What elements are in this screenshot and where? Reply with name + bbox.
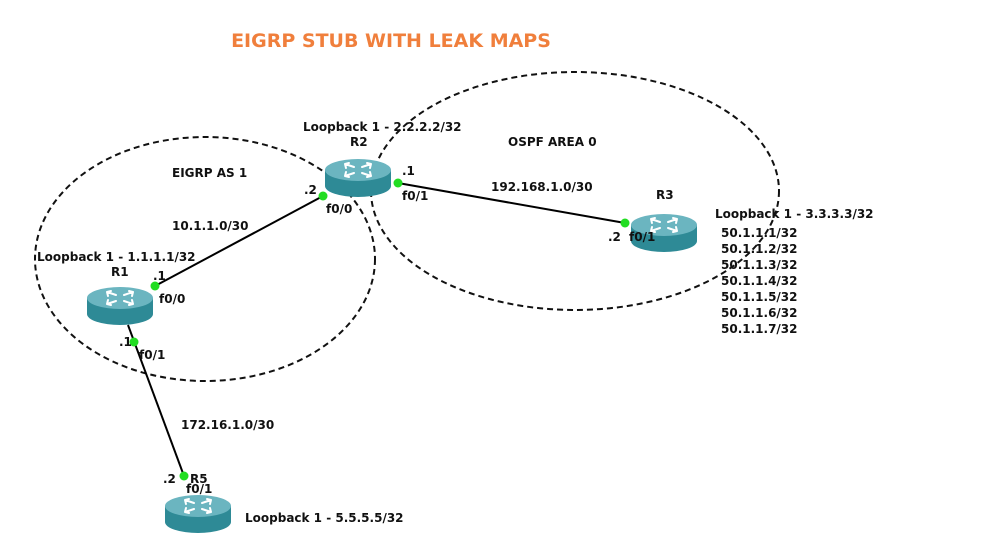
r2-f0-1-host: .1 — [402, 164, 415, 178]
r5-loopback: Loopback 1 - 5.5.5.5/32 — [245, 511, 404, 525]
r5-f0-1-host: .2 — [163, 472, 176, 486]
subnet-r1-r5: 172.16.1.0/30 — [181, 418, 274, 432]
port-dot-r5-f0-1 — [179, 471, 189, 481]
ospf-area-label: OSPF AREA 0 — [508, 135, 597, 149]
port-dot-r2-f0-0 — [318, 191, 328, 201]
r1-f0-0-host: .1 — [153, 269, 166, 283]
r3-f0-1-host: .2 — [608, 230, 621, 244]
router-r5[interactable] — [164, 494, 232, 534]
subnet-r2-r3: 192.168.1.0/30 — [491, 180, 593, 194]
link-r1-r5 — [127, 324, 185, 477]
diagram-title: EIGRP STUB WITH LEAK MAPS — [231, 30, 551, 52]
r3-extra-loopbacks: 50.1.1.1/32 50.1.1.2/32 50.1.1.3/32 50.1… — [721, 226, 798, 336]
eigrp-area-label: EIGRP AS 1 — [172, 166, 247, 180]
r3-extra-loopback: 50.1.1.4/32 — [721, 274, 798, 288]
r1-f0-1-host: .1 — [119, 335, 132, 349]
r3-loopback: Loopback 1 - 3.3.3.3/32 — [715, 207, 874, 221]
r3-extra-loopback: 50.1.1.1/32 — [721, 226, 798, 240]
router-icon — [86, 286, 154, 326]
router-r1[interactable] — [86, 286, 154, 326]
port-dot-r3-f0-1 — [620, 218, 630, 228]
r2-f0-1-if: f0/1 — [402, 189, 428, 203]
link-r2-r3 — [397, 182, 626, 224]
router-r5-name: R5 — [190, 472, 208, 486]
link-r1-r2 — [154, 195, 324, 287]
r3-f0-1-if: f0/1 — [629, 230, 655, 244]
eigrp-area-boundary — [34, 136, 376, 382]
port-dot-r2-f0-1 — [393, 178, 403, 188]
r3-extra-loopback: 50.1.1.2/32 — [721, 242, 798, 256]
r1-f0-1-if: f0/1 — [139, 348, 165, 362]
r1-f0-0-if: f0/0 — [159, 292, 185, 306]
router-icon — [324, 158, 392, 198]
r3-extra-loopback: 50.1.1.3/32 — [721, 258, 798, 272]
r5-f0-1-if: f0/1 — [186, 482, 212, 496]
r1-loopback: Loopback 1 - 1.1.1.1/32 — [37, 250, 196, 264]
r3-extra-loopback: 50.1.1.6/32 — [721, 306, 798, 320]
router-r2-name: R2 — [350, 135, 368, 149]
r3-extra-loopback: 50.1.1.5/32 — [721, 290, 798, 304]
r2-f0-0-if: f0/0 — [326, 202, 352, 216]
r3-extra-loopback: 50.1.1.7/32 — [721, 322, 798, 336]
port-dot-r1-f0-1 — [129, 337, 139, 347]
r2-f0-0-host: .2 — [304, 183, 317, 197]
router-r2[interactable] — [324, 158, 392, 198]
router-icon — [164, 494, 232, 534]
subnet-r1-r2: 10.1.1.0/30 — [172, 219, 249, 233]
port-dot-r1-f0-0 — [150, 281, 160, 291]
router-r1-name: R1 — [111, 265, 129, 279]
r2-loopback: Loopback 1 - 2.2.2.2/32 — [303, 120, 462, 134]
router-r3-name: R3 — [656, 188, 674, 202]
